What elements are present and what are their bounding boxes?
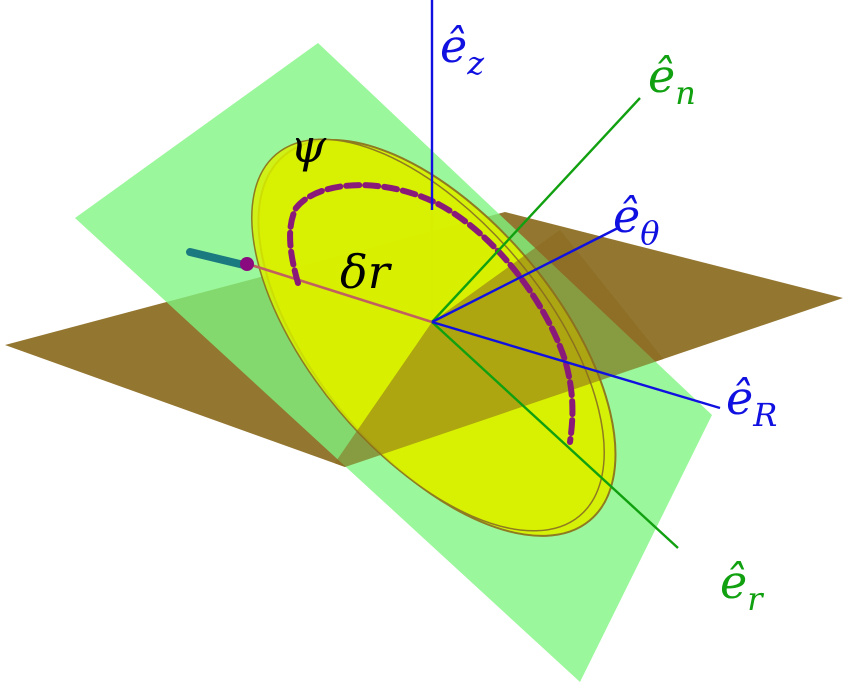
label-eR: êR: [726, 371, 777, 434]
en-axis: [431, 97, 641, 323]
radius-line: [247, 262, 433, 324]
label-etheta: êθ: [613, 189, 660, 252]
trajectory-point: [240, 257, 254, 271]
er-axis: [431, 321, 679, 549]
label-en: ên: [648, 49, 696, 112]
label-ez: êz: [440, 19, 485, 82]
eR-axis: [431, 320, 721, 410]
label-psi: ψ: [290, 119, 327, 173]
teal-stub: [186, 248, 252, 270]
label-er: êr: [720, 555, 764, 618]
label-dr: δr: [340, 245, 393, 299]
etheta-axis: [431, 226, 619, 324]
trajectory-curve: [287, 182, 576, 445]
